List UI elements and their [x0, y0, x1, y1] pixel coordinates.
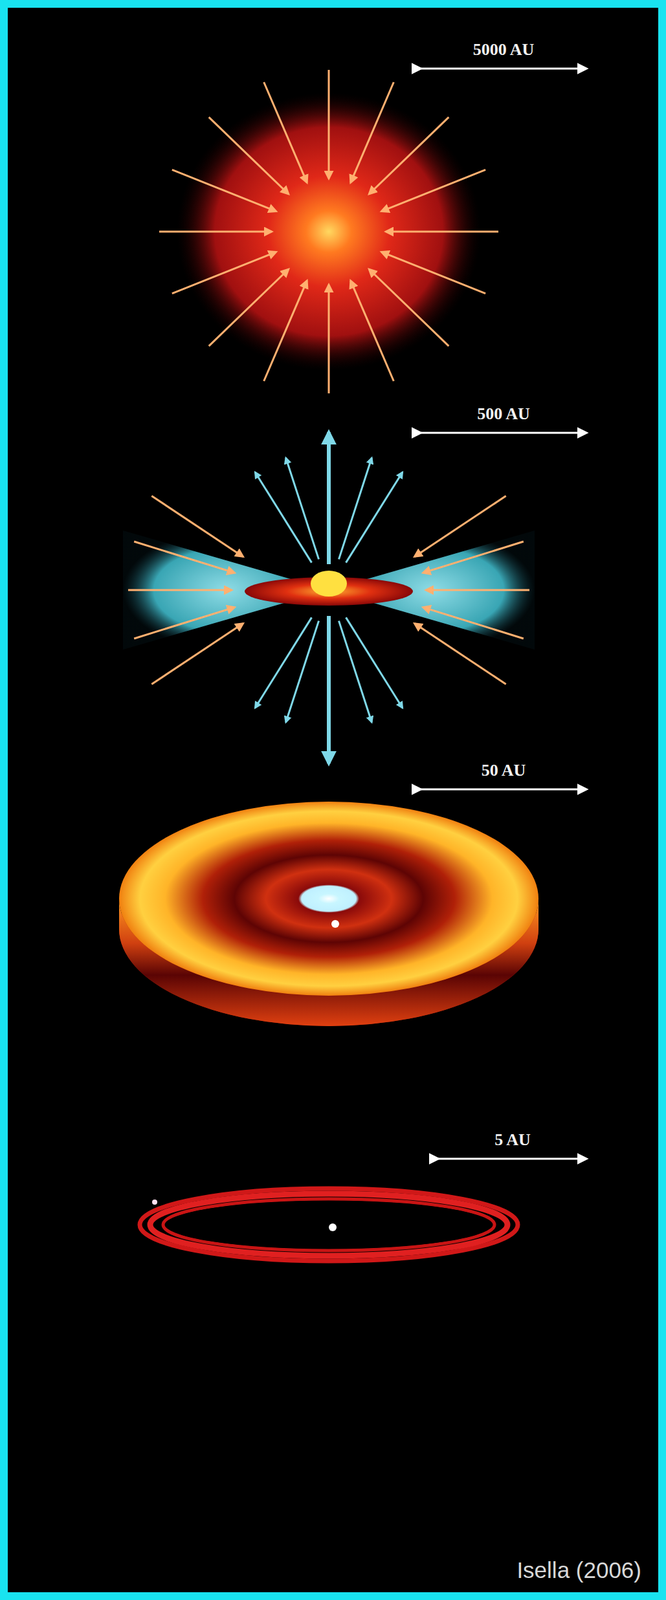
flow-arrow	[264, 280, 308, 382]
flow-arrow	[423, 541, 524, 573]
flow-arrow	[286, 621, 320, 723]
flow-arrow	[339, 621, 373, 723]
flow-arrow	[328, 284, 331, 394]
scale-label: 50 AU	[481, 761, 527, 781]
flow-arrow	[346, 617, 403, 709]
flow-arrow	[326, 616, 331, 764]
flow-arrow	[151, 496, 243, 558]
flow-arrow	[159, 231, 272, 234]
flow-arrow	[350, 280, 395, 382]
flow-arrow	[425, 589, 530, 592]
flow-arrow	[339, 458, 373, 560]
flow-arrow	[368, 269, 449, 347]
flow-arrow	[133, 541, 235, 573]
flow-arrow	[368, 117, 449, 195]
flow-arrow	[385, 231, 499, 234]
flow-arrow	[172, 251, 277, 294]
flow-arrow	[255, 617, 312, 709]
flow-arrow	[264, 82, 308, 183]
credit-text: Isella (2006)	[516, 1557, 642, 1584]
flow-arrow	[414, 623, 506, 685]
flow-arrow	[326, 432, 331, 565]
flow-arrow	[172, 169, 277, 211]
flow-arrow	[350, 82, 395, 183]
flow-arrow	[209, 269, 289, 347]
scale-label: 5000 AU	[473, 40, 535, 60]
flow-arrow	[128, 589, 232, 592]
flow-arrow	[328, 69, 331, 179]
scale-label: 5 AU	[494, 1130, 531, 1151]
flow-arrow	[423, 607, 524, 639]
flow-arrow	[255, 472, 312, 564]
flow-arrow	[381, 169, 486, 211]
flow-arrow	[286, 458, 320, 560]
flow-arrow	[381, 251, 486, 294]
flow-arrow	[346, 472, 403, 564]
flow-arrow	[209, 117, 289, 195]
flow-arrow	[414, 496, 506, 558]
flow-arrow	[151, 623, 243, 685]
flow-arrow	[133, 607, 235, 639]
scale-label: 500 AU	[477, 404, 531, 424]
